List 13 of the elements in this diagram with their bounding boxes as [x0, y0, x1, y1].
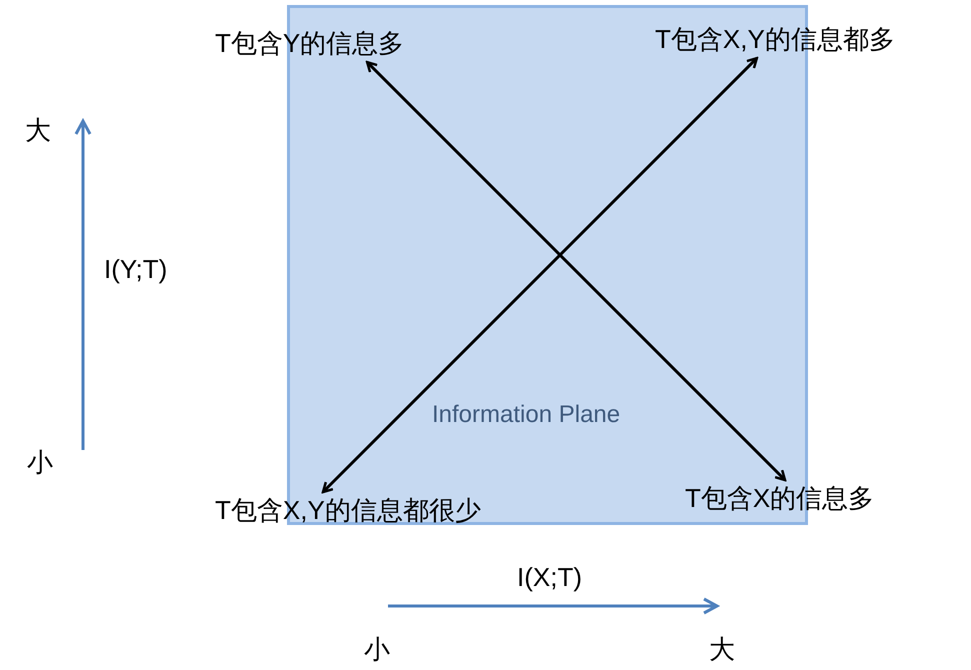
plane-title: Information Plane [432, 401, 620, 430]
arrow [322, 56, 758, 494]
axis-label: I(X;T) [517, 562, 582, 594]
quadrant-label: T包含X,Y的信息都多 [655, 24, 895, 56]
axis-label: 大 [709, 634, 735, 666]
quadrant-label: T包含Y的信息多 [215, 28, 404, 60]
arrow [366, 60, 786, 482]
axis-label: 小 [364, 634, 390, 666]
axis-label: 大 [25, 115, 51, 146]
quadrant-label: T包含X的信息多 [685, 483, 874, 514]
axis-label: 小 [27, 447, 53, 478]
axis-label: I(Y;T) [104, 254, 168, 286]
quadrant-label: T包含X,Y的信息都很少 [215, 495, 481, 526]
